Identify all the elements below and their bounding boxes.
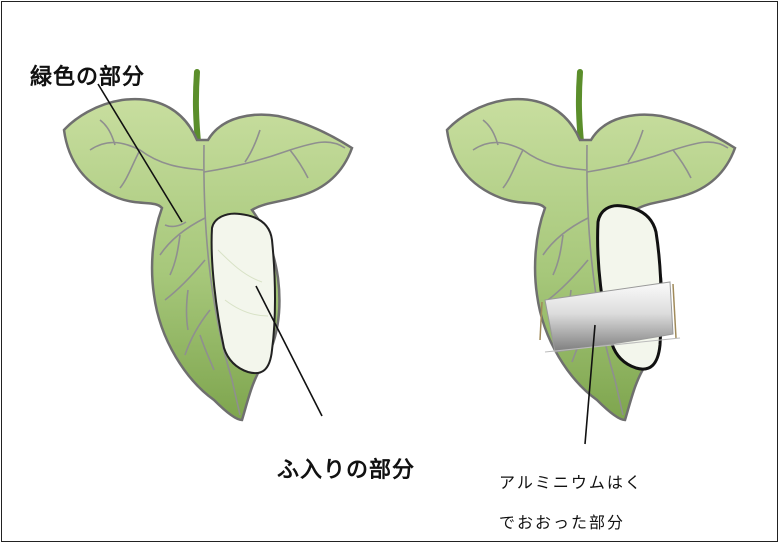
foil-part-label-line2: でおおった部分 — [499, 513, 626, 532]
aluminium-foil-band — [539, 281, 681, 353]
green-part-leader — [97, 83, 183, 223]
green-part-label: 緑色の部分 — [30, 65, 146, 90]
left-stem — [192, 69, 201, 145]
right-leaf — [445, 69, 737, 422]
foil-part-label-line1: アルミニウムはく — [499, 473, 643, 492]
variegated-part-label: ふ入りの部分 — [277, 458, 416, 483]
left-variegated-patch — [210, 212, 276, 375]
left-leaf — [62, 69, 354, 422]
variegated-part-leader — [255, 285, 323, 417]
right-stem — [575, 69, 584, 145]
foil-part-leader — [584, 324, 596, 445]
left-veins — [89, 119, 346, 416]
